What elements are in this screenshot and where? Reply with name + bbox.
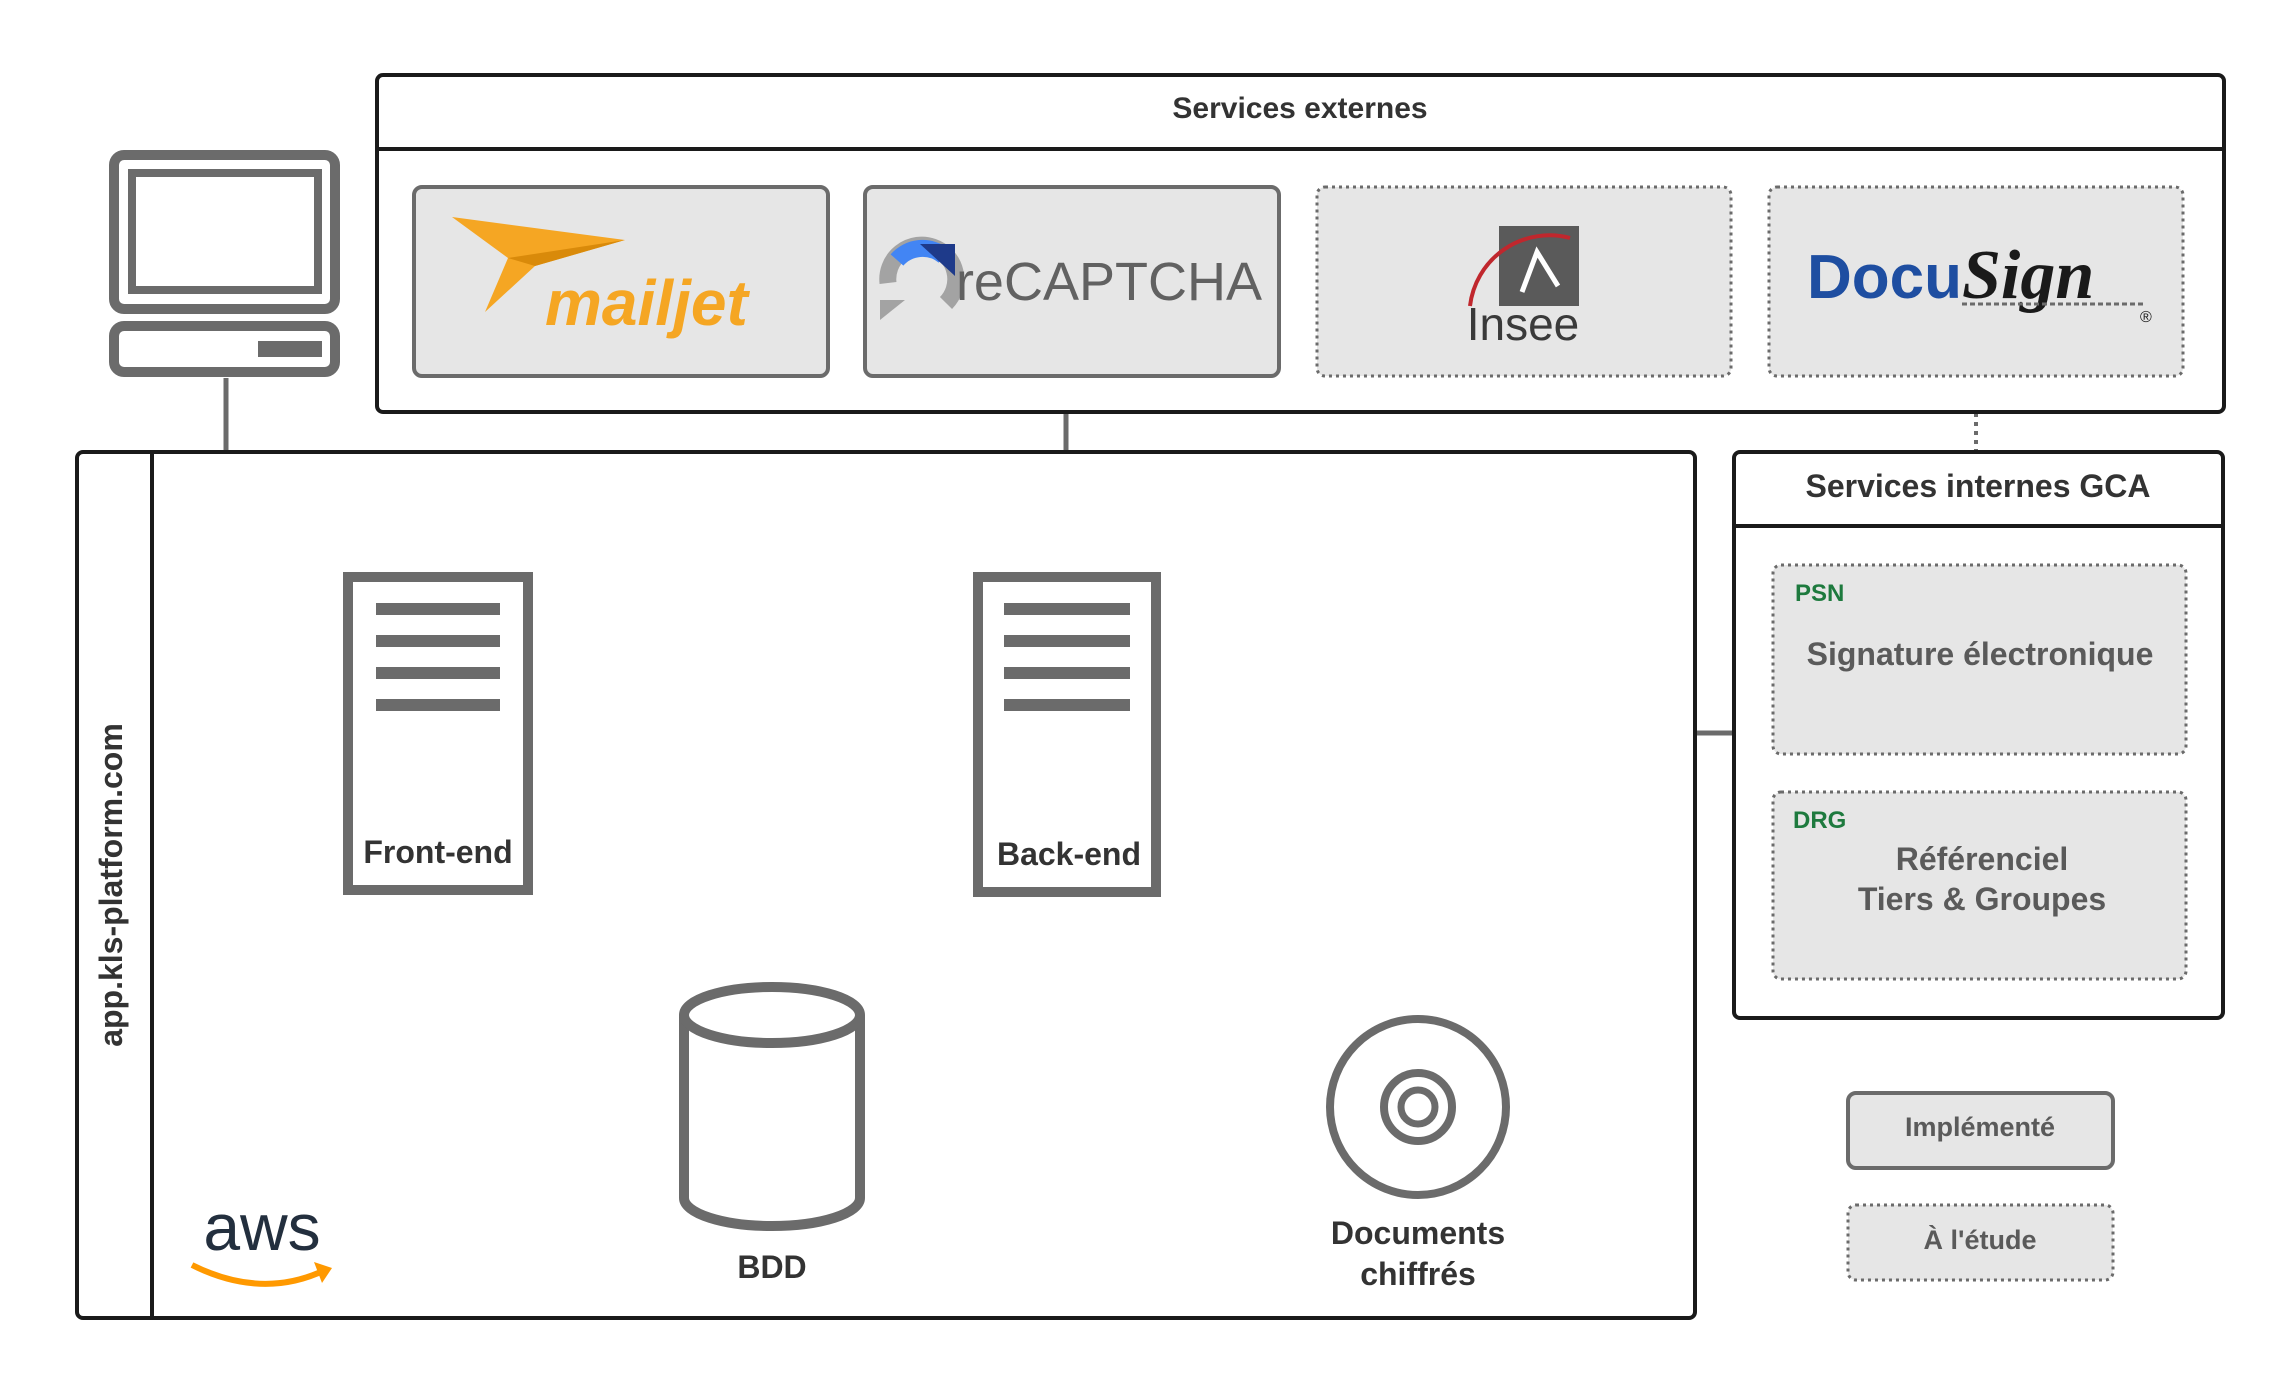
frontend-server: Front-end bbox=[343, 572, 533, 895]
mailjet-card: mailjet bbox=[412, 185, 830, 378]
internal-services-title: Services internes GCA bbox=[1805, 468, 2150, 504]
insee-logo-icon bbox=[1468, 226, 1579, 307]
aws-logo-text: aws bbox=[203, 1190, 320, 1264]
drg-label-line2: Tiers & Groupes bbox=[1858, 881, 2106, 917]
database-icon: BDD bbox=[679, 982, 865, 1285]
recaptcha-label: reCAPTCHA bbox=[956, 252, 1262, 312]
documents-label-line2: chiffrés bbox=[1360, 1256, 1476, 1292]
psn-label: Signature électronique bbox=[1807, 636, 2154, 672]
drg-label-line1: Référenciel bbox=[1896, 841, 2069, 877]
psn-card: PSN Signature électronique bbox=[1771, 563, 2188, 756]
backend-server: Back-end bbox=[973, 572, 1161, 897]
insee-label: Insee bbox=[1467, 298, 1580, 350]
mailjet-logo-text: mailjet bbox=[545, 267, 750, 339]
recaptcha-card: reCAPTCHA bbox=[863, 185, 1281, 378]
external-services-panel: Services externes mailjet reCAPTCHA bbox=[375, 73, 2226, 414]
legend-implemented-label: Implémenté bbox=[1905, 1112, 2055, 1142]
docusign-card: DocuSign ® bbox=[1767, 185, 2185, 378]
internal-services-panel: Services internes GCA PSN Signature élec… bbox=[1732, 450, 2225, 1020]
external-services-title: Services externes bbox=[1172, 92, 1427, 125]
frontend-label: Front-end bbox=[363, 834, 512, 870]
platform-panel: app.kls-platform.com aws Front-end Back-… bbox=[75, 450, 1697, 1320]
platform-domain-label: app.kls-platform.com bbox=[93, 723, 129, 1047]
legend-studying-label: À l'étude bbox=[1924, 1224, 2037, 1255]
docusign-logo-text: DocuSign bbox=[1807, 237, 2094, 314]
psn-tag: PSN bbox=[1795, 580, 1844, 607]
recaptcha-icon bbox=[879, 236, 965, 320]
disc-icon: Documents chiffrés bbox=[1326, 1015, 1510, 1292]
docusign-registered-mark: ® bbox=[2140, 309, 2152, 326]
backend-label: Back-end bbox=[997, 836, 1141, 872]
legend: Implémenté À l'étude bbox=[1846, 1091, 2115, 1282]
aws-logo: aws bbox=[190, 1190, 332, 1287]
legend-studying: À l'étude bbox=[1846, 1203, 2115, 1282]
computer-icon bbox=[109, 150, 340, 377]
aws-smile-icon bbox=[190, 1262, 327, 1287]
drg-card: DRG Référenciel Tiers & Groupes bbox=[1771, 790, 2188, 981]
legend-implemented: Implémenté bbox=[1846, 1091, 2115, 1170]
insee-card: Insee bbox=[1315, 185, 1733, 378]
drg-tag: DRG bbox=[1793, 807, 1846, 834]
database-label: BDD bbox=[737, 1249, 806, 1285]
documents-label-line1: Documents bbox=[1331, 1215, 1505, 1251]
